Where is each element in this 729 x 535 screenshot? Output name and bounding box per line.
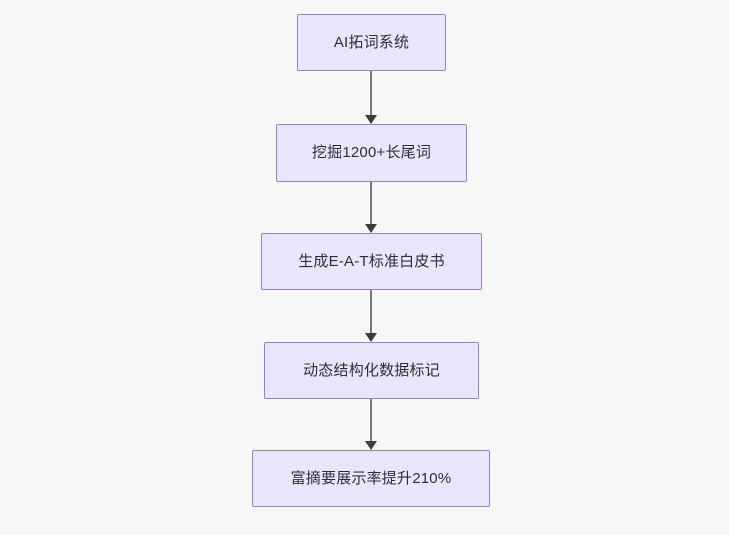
connector-line xyxy=(370,290,372,334)
flow-node-generate-eat-whitepaper[interactable]: 生成E-A-T标准白皮书 xyxy=(261,233,482,290)
flow-node-label: AI拓词系统 xyxy=(333,33,410,51)
connector-line xyxy=(370,399,372,442)
flow-connector-1-to-2 xyxy=(362,71,380,124)
flow-connector-3-to-4 xyxy=(362,290,380,342)
flow-node-label: 动态结构化数据标记 xyxy=(303,361,440,379)
flow-node-label: 生成E-A-T标准白皮书 xyxy=(298,252,445,270)
flow-node-label: 富摘要展示率提升210% xyxy=(290,469,452,487)
flow-connector-2-to-3 xyxy=(362,182,380,233)
flow-connector-4-to-5 xyxy=(362,399,380,450)
arrowhead-icon xyxy=(365,224,377,233)
flow-node-mine-longtail-keywords[interactable]: 挖掘1200+长尾词 xyxy=(276,124,467,182)
arrowhead-icon xyxy=(365,441,377,450)
flow-node-rich-snippet-impression-lift[interactable]: 富摘要展示率提升210% xyxy=(252,450,490,507)
arrowhead-icon xyxy=(365,115,377,124)
connector-line xyxy=(370,182,372,225)
flow-node-ai-keyword-system[interactable]: AI拓词系统 xyxy=(297,14,446,71)
connector-line xyxy=(370,71,372,116)
flow-node-dynamic-structured-data-markup[interactable]: 动态结构化数据标记 xyxy=(264,342,479,399)
arrowhead-icon xyxy=(365,333,377,342)
flow-node-label: 挖掘1200+长尾词 xyxy=(311,144,432,161)
